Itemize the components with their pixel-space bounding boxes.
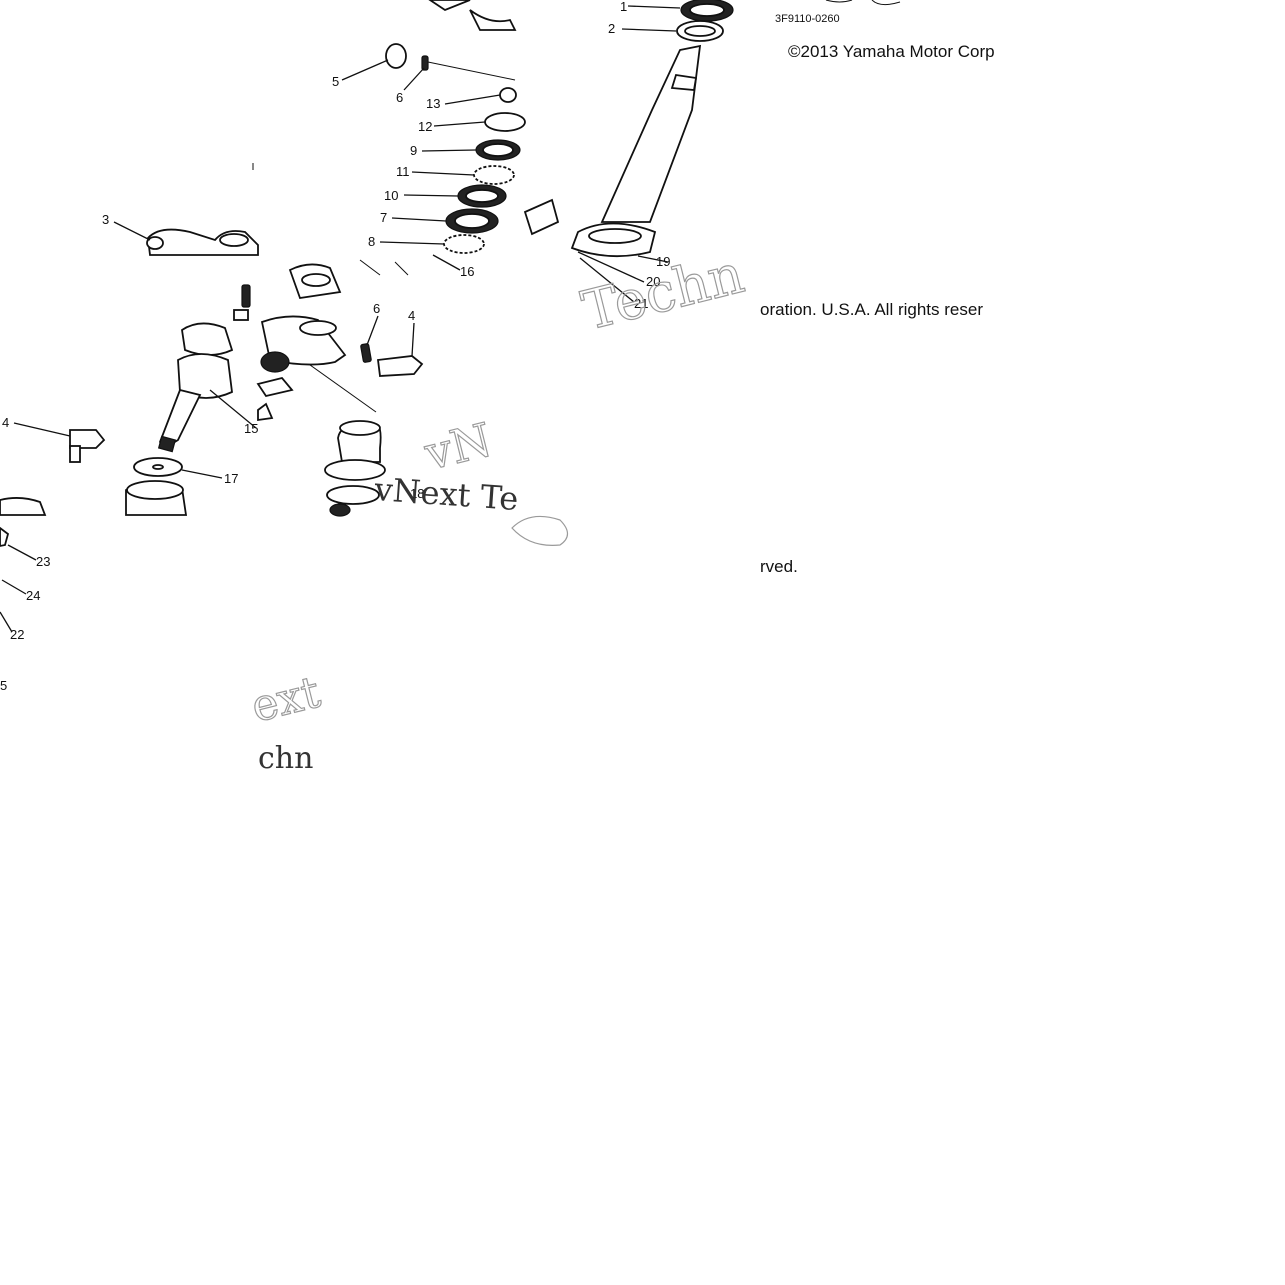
callout-labels: 1 2 3 4 5 6 6 7 8 9 10 11 12 13 4 15 16 … <box>0 0 670 693</box>
callout-17: 17 <box>224 471 238 486</box>
callout-18: 18 <box>410 486 424 501</box>
bolt-14-part <box>69 429 106 449</box>
callout-4: 4 <box>408 308 415 323</box>
callout-21: 21 <box>634 296 648 311</box>
callout-10: 10 <box>384 188 398 203</box>
top-bracket-part <box>469 9 517 31</box>
race-12-part <box>484 112 526 132</box>
callout-12: 12 <box>418 119 432 134</box>
bearing-8-part <box>443 234 485 254</box>
callout-14: 4 <box>2 415 9 430</box>
callout-7: 7 <box>380 210 387 225</box>
callout-25: 5 <box>0 678 7 693</box>
diagram-tile-lower-left <box>0 259 424 633</box>
diagram-code: 3F9110-0260 <box>775 13 840 25</box>
pin-6-upper <box>421 55 429 71</box>
callout-2: 2 <box>608 21 615 36</box>
washer-16-part <box>324 459 386 481</box>
callout-11: 11 <box>396 164 410 179</box>
copyright-line-1: ©2013 Yamaha Motor Corp <box>788 42 995 61</box>
callout-20: 20 <box>646 274 660 289</box>
bolt-4-part <box>376 355 424 377</box>
callout-9: 9 <box>410 143 417 158</box>
pin-6-lower <box>360 343 372 363</box>
callout-16: 16 <box>460 264 474 279</box>
copyright-line-2: oration. U.S.A. All rights reser <box>760 300 983 319</box>
callout-6b: 6 <box>373 301 380 316</box>
callout-3: 3 <box>102 212 109 227</box>
callout-6a: 6 <box>396 90 403 105</box>
top-bolt-part <box>428 0 471 12</box>
callout-5: 5 <box>332 74 339 89</box>
callout-1: 1 <box>620 0 627 14</box>
watermark-tile-b: vNext Te <box>372 470 519 518</box>
cap-nut-part <box>385 43 407 69</box>
steering-stem <box>523 0 901 303</box>
copyright-line-3: rved. <box>760 557 798 576</box>
stem-clip-part <box>523 198 560 236</box>
clamp-upper-part <box>181 322 234 356</box>
stem-tube-part <box>600 44 702 223</box>
callout-23: 23 <box>36 554 50 569</box>
callout-24: 24 <box>26 588 40 603</box>
watermark-tile-d: ext <box>246 667 325 733</box>
callout-8: 8 <box>368 234 375 249</box>
callout-13: 13 <box>426 96 440 111</box>
nut-13-part <box>499 87 517 103</box>
bearing-11-part <box>473 165 515 185</box>
callout-19: 19 <box>656 254 670 269</box>
watermark-tile-e: chn <box>258 741 313 776</box>
watermark-tile-c: vN <box>419 412 497 481</box>
diagram-tile-upper-left <box>113 0 526 271</box>
callout-22: 22 <box>10 627 24 642</box>
callout-15: 15 <box>244 421 258 436</box>
